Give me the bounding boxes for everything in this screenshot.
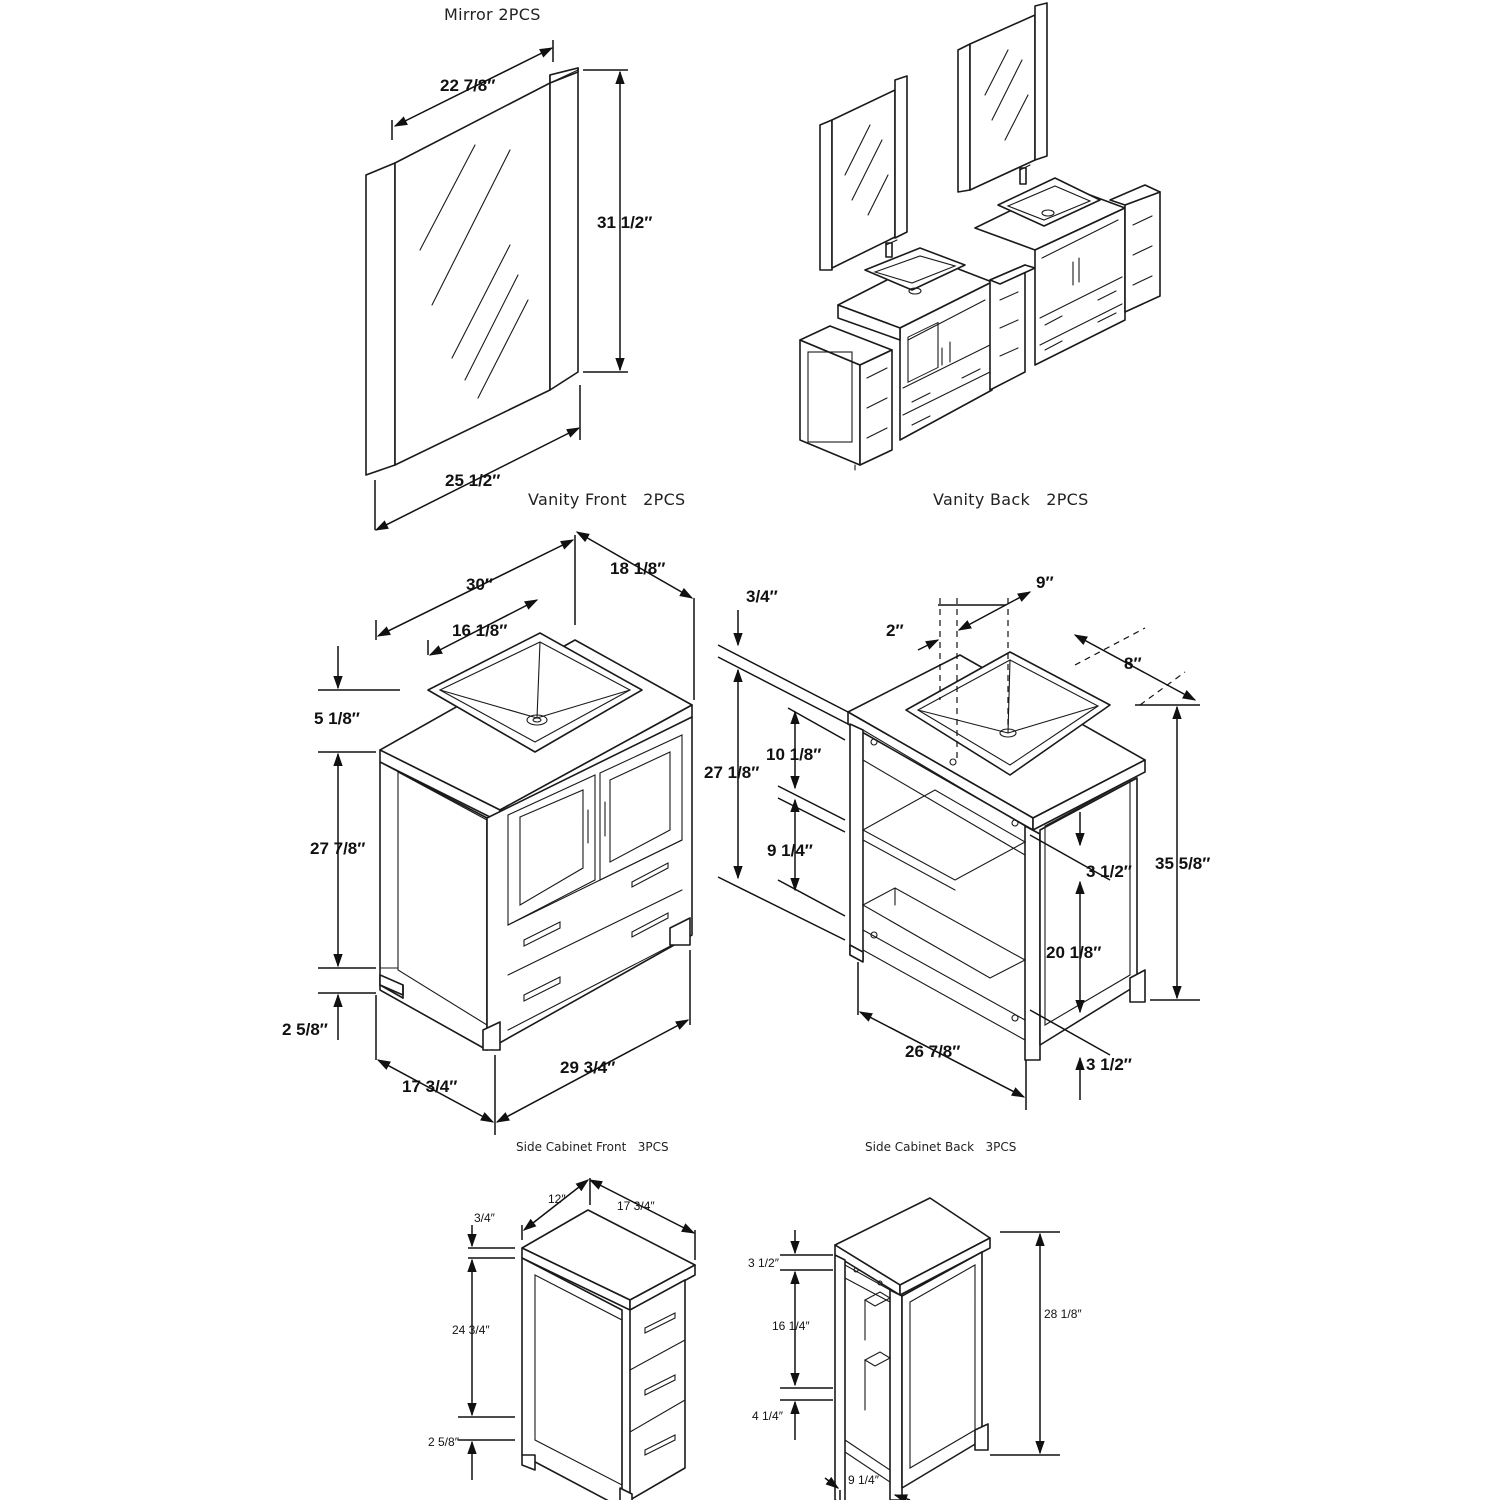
vb-rail-bottom-label: 3 1/2″ xyxy=(1086,1055,1132,1074)
vf-sink-height-label: 5 1/8″ xyxy=(314,709,360,728)
vf-front-width-label: 29 3/4″ xyxy=(560,1058,615,1077)
vanity-front-drawing xyxy=(379,632,693,1051)
vf-body-height-label: 27 7/8″ xyxy=(310,839,365,858)
mirror-height-label: 31 1/2″ xyxy=(597,213,652,232)
mirror-drawing xyxy=(365,67,579,476)
vanity-assembly-drawing xyxy=(799,2,1161,471)
vb-upper-gap-label: 10 1/8″ xyxy=(766,745,821,764)
side-cabinet-front-drawing xyxy=(521,1209,696,1500)
vb-rail-top-label: 3 1/2″ xyxy=(1086,862,1132,881)
vb-offset-label: 2″ xyxy=(886,621,904,640)
sb-total-height-label: 28 1/8″ xyxy=(1044,1307,1082,1321)
sb-opening-label: 16 1/4″ xyxy=(772,1319,810,1333)
sf-width-label: 12″ xyxy=(548,1192,566,1206)
sf-body-height-label: 24 3/4″ xyxy=(452,1323,490,1337)
vf-side-depth-label: 17 3/4″ xyxy=(402,1077,457,1096)
mirror-width-inner-label: 22 7/8″ xyxy=(440,76,495,95)
vanity-back-drawing xyxy=(847,651,1146,1061)
vanity-back-dimensions xyxy=(717,591,1200,1110)
vf-width-label: 30″ xyxy=(466,575,493,594)
side-cabinet-back-dimensions xyxy=(780,1230,1060,1500)
sf-depth-label: 17 3/4″ xyxy=(617,1199,655,1213)
side-back-labels: 3 1/2″ 16 1/4″ 4 1/4″ 28 1/8″ 9 1/4″ xyxy=(748,1256,1082,1487)
side-cabinet-back-drawing xyxy=(834,1197,991,1500)
sf-leg-height-label: 2 5/8″ xyxy=(428,1435,460,1449)
vb-total-height-label: 35 5/8″ xyxy=(1155,854,1210,873)
sb-width-label: 9 1/4″ xyxy=(848,1473,880,1487)
vanity-back-labels: 3/4″ 9″ 2″ 8″ 27 1/8″ 10 1/8″ 9 1/4″ 35 … xyxy=(704,573,1210,1074)
vb-lower-gap-label: 9 1/4″ xyxy=(767,841,813,860)
vf-sink-label: 16 1/8″ xyxy=(452,621,507,640)
vf-leg-height-label: 2 5/8″ xyxy=(282,1020,328,1039)
sb-rail-top-label: 3 1/2″ xyxy=(748,1256,780,1270)
title-mirror: Mirror 2PCS xyxy=(444,5,541,24)
title-side-cabinet-front: Side Cabinet Front 3PCS xyxy=(516,1140,669,1154)
vb-height-a-label: 27 1/8″ xyxy=(704,763,759,782)
title-vanity-back: Vanity Back 2PCS xyxy=(933,490,1089,509)
sf-top-thickness-label: 3/4″ xyxy=(474,1211,496,1225)
title-side-cabinet-back: Side Cabinet Back 3PCS xyxy=(865,1140,1016,1154)
side-front-labels: 12″ 17 3/4″ 3/4″ 24 3/4″ 2 5/8″ xyxy=(428,1192,655,1449)
mirror-width-outer-label: 25 1/2″ xyxy=(445,471,500,490)
mirror-dimensions xyxy=(374,40,628,531)
title-vanity-front: Vanity Front 2PCS xyxy=(528,490,686,509)
side-cabinet-front-dimensions xyxy=(458,1178,696,1480)
vb-inner-height-label: 20 1/8″ xyxy=(1046,943,1101,962)
vb-sink-depth-label: 8″ xyxy=(1124,654,1142,673)
vb-width-label: 26 7/8″ xyxy=(905,1042,960,1061)
titles: Mirror 2PCS Vanity Front 2PCS Vanity Bac… xyxy=(444,5,1089,1154)
sb-rail-bottom-label: 4 1/4″ xyxy=(752,1409,784,1423)
vb-sink-width-label: 9″ xyxy=(1036,573,1054,592)
vb-top-thickness-label: 3/4″ xyxy=(746,587,778,606)
vanity-front-dimensions xyxy=(318,531,695,1135)
vf-depth-label: 18 1/8″ xyxy=(610,559,665,578)
vanity-front-labels: 30″ 18 1/8″ 16 1/8″ 5 1/8″ 27 7/8″ 2 5/8… xyxy=(282,559,665,1096)
mirror-labels: 22 7/8″ 31 1/2″ 25 1/2″ xyxy=(440,76,652,490)
